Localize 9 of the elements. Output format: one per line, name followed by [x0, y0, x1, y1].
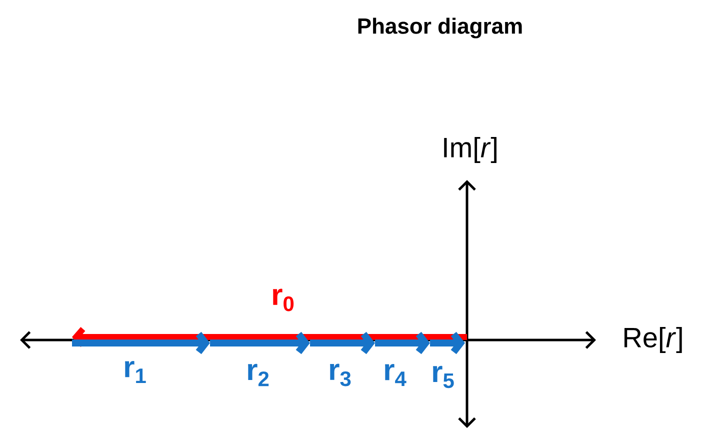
phasor-label: r$_{4}$: [385, 364, 406, 386]
axis-label: Re[r]: [624, 326, 682, 354]
phasor-label: r$_{1}$: [125, 360, 146, 384]
phasor-label: r$_{2}$: [248, 364, 269, 386]
title: Phasor diagram: [358, 18, 522, 38]
phasor-label: r$_{3}$: [330, 364, 351, 386]
axis-label: Im[r]: [444, 136, 496, 164]
phasor-label: r$_{0}$: [273, 288, 294, 312]
phasor-label: r$_{5}$: [433, 366, 454, 388]
